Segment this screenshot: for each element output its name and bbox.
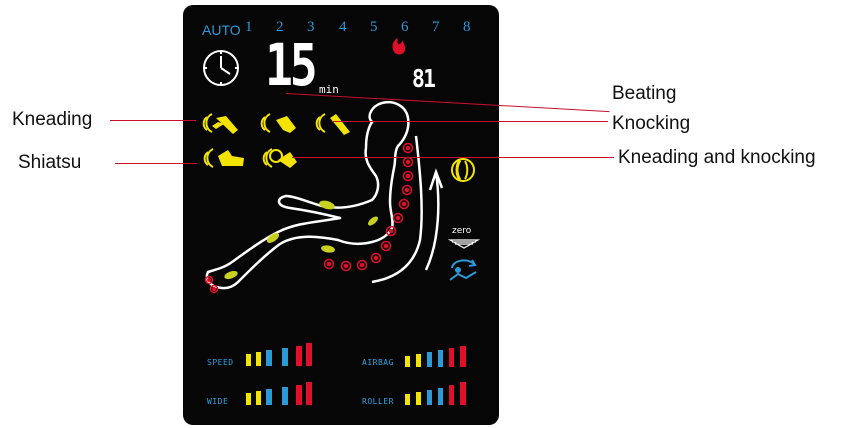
hip-airbag bbox=[366, 215, 379, 227]
knocking-callout-line bbox=[332, 121, 608, 122]
kneading-knocking-callout-line bbox=[292, 157, 614, 158]
arm-airbag bbox=[318, 199, 336, 211]
thigh-airbag bbox=[320, 244, 335, 253]
back-scan-icon[interactable] bbox=[452, 159, 474, 181]
kneading-callout-line bbox=[110, 120, 196, 121]
shiatsu-callout-line bbox=[115, 163, 197, 164]
zero-gravity-icon[interactable] bbox=[450, 240, 478, 248]
beating-label: Beating bbox=[612, 84, 676, 103]
kneading-label: Kneading bbox=[12, 110, 92, 129]
recline-icon[interactable] bbox=[450, 260, 476, 280]
beating-icon[interactable] bbox=[262, 114, 296, 133]
clock-icon bbox=[204, 51, 238, 85]
kneading-icon[interactable] bbox=[204, 114, 238, 134]
kneading-knocking-icon[interactable] bbox=[264, 149, 297, 168]
knocking-label: Knocking bbox=[612, 114, 690, 133]
heat-flame-icon[interactable] bbox=[393, 38, 406, 54]
foot-airbag bbox=[223, 269, 239, 280]
shiatsu-icon[interactable] bbox=[205, 149, 244, 167]
kneading-knocking-label: Kneading and knocking bbox=[618, 148, 816, 167]
shiatsu-label: Shiatsu bbox=[18, 153, 81, 172]
knocking-icon[interactable] bbox=[317, 114, 350, 135]
